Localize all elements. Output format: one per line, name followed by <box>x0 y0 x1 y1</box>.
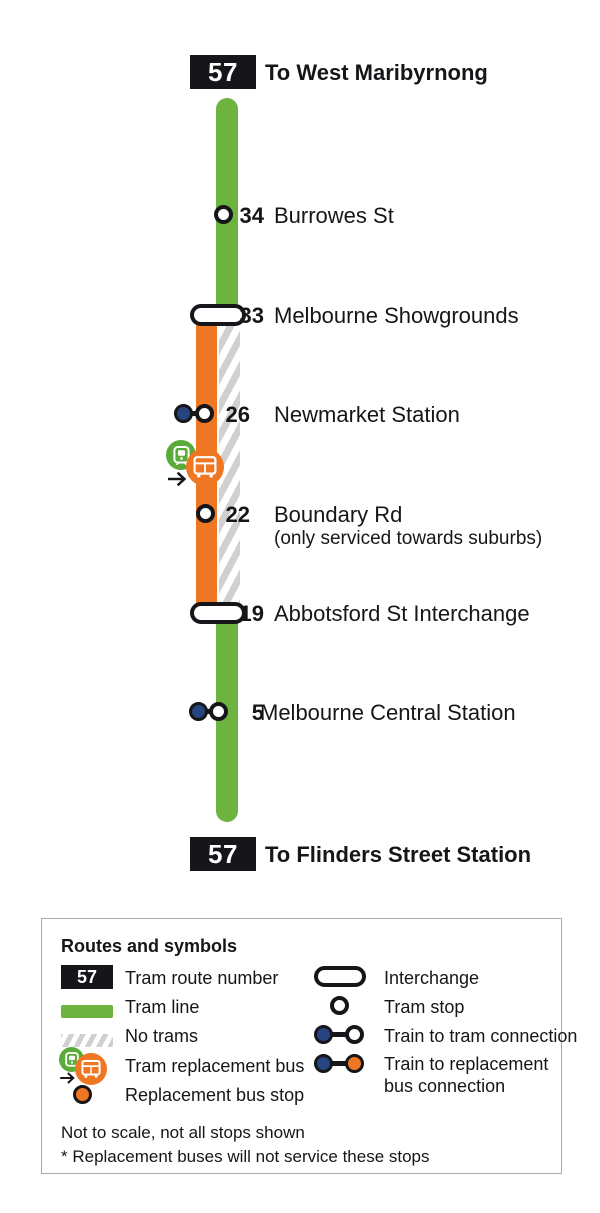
legend-symbol-tram-line <box>61 1005 113 1018</box>
legend-symbol-interchange <box>314 966 366 987</box>
stop-marker-interchange-33[interactable] <box>190 304 246 326</box>
stop-name-26: Newmarket Station <box>274 402 460 427</box>
no-trams-segment <box>219 312 240 614</box>
bus-icon <box>193 455 217 477</box>
legend-footnote-replacement: * Replacement buses will not service the… <box>61 1147 430 1166</box>
stop-marker-tram-5[interactable] <box>209 702 228 721</box>
legend-connection-bar-tram <box>328 1032 350 1037</box>
legend-bus-glyph-circle <box>75 1053 107 1085</box>
stop-name-34: Burrowes St <box>274 203 394 228</box>
legend-panel: Routes and symbols 57 Tram route number … <box>41 918 577 1174</box>
legend-label-train-to-bus: Train to replacement <box>384 1054 549 1074</box>
stop-marker-train-26[interactable] <box>174 404 193 423</box>
stop-marker-tram-26[interactable] <box>195 404 214 423</box>
stop-number-5: 5 <box>251 700 264 725</box>
route-badge-top: 57 <box>190 55 256 89</box>
legend-title: Routes and symbols <box>61 936 238 956</box>
legend-train-dot-bus <box>314 1054 333 1073</box>
stop-name-22: Boundary Rd <box>274 502 403 527</box>
stop-number-33: 33 <box>239 303 264 328</box>
stop-marker-train-5[interactable] <box>189 702 208 721</box>
legend-label-tram-stop: Tram stop <box>384 997 465 1017</box>
terminus-label-bottom: To Flinders Street Station <box>265 842 532 867</box>
legend-transfer-arrow-icon <box>60 1071 78 1090</box>
stop-number-26: 26 <box>225 402 250 427</box>
bus-glyph-circle <box>186 448 224 486</box>
stop-name-19: Abbotsford St Interchange <box>274 601 530 626</box>
legend-bus-dot <box>345 1054 364 1073</box>
stop-marker-tram-stop-34[interactable] <box>214 205 233 224</box>
legend-label-replacement-bus: Tram replacement bus <box>125 1056 305 1076</box>
tram-replacement-bus-icon <box>166 440 224 488</box>
legend-label-tram-line: Tram line <box>125 997 200 1017</box>
terminus-label-top: To West Maribyrnong <box>265 60 488 85</box>
legend-symbol-train-to-tram <box>314 1025 366 1046</box>
legend-label-replacement-bus-stop: Replacement bus stop <box>125 1085 305 1105</box>
legend-symbol-train-to-bus <box>314 1054 366 1075</box>
transfer-arrow-icon <box>167 470 190 488</box>
stop-number-19: 19 <box>239 601 264 626</box>
legend-label-train-to-bus-line2: bus connection <box>384 1076 506 1096</box>
legend-connection-bar-bus <box>328 1061 350 1066</box>
stop-number-22: 22 <box>225 502 250 527</box>
legend-symbol-route-badge: 57 <box>61 965 113 989</box>
legend-symbol-replacement-bus-stop <box>73 1085 92 1104</box>
legend-train-dot-tram <box>314 1025 333 1044</box>
tram-line-segment-south <box>216 610 238 822</box>
route-badge-bottom: 57 <box>190 837 256 871</box>
stop-name-33: Melbourne Showgrounds <box>274 303 519 328</box>
stop-note-22: (only serviced towards suburbs) <box>274 528 543 549</box>
legend-label-train-to-tram: Train to tram connection <box>384 1026 578 1046</box>
tram-icon <box>172 445 190 465</box>
legend-symbol-no-trams <box>61 1034 113 1047</box>
stop-marker-tram-stop-22[interactable] <box>196 504 215 523</box>
legend-footnote-scale: Not to scale, not all stops shown <box>61 1123 305 1142</box>
legend-label-tram-route-number: Tram route number <box>125 968 279 988</box>
legend-symbol-tram-stop <box>330 996 349 1015</box>
stop-number-34: 34 <box>239 203 264 228</box>
stop-marker-interchange-19[interactable] <box>190 602 246 624</box>
legend-symbol-replacement-bus <box>59 1047 109 1087</box>
legend-label-interchange: Interchange <box>384 968 480 988</box>
stop-name-5: Melbourne Central Station <box>260 700 516 725</box>
legend-bus-icon <box>81 1059 101 1078</box>
legend-tram-ring <box>345 1025 364 1044</box>
legend-label-no-trams: No trams <box>125 1026 199 1046</box>
